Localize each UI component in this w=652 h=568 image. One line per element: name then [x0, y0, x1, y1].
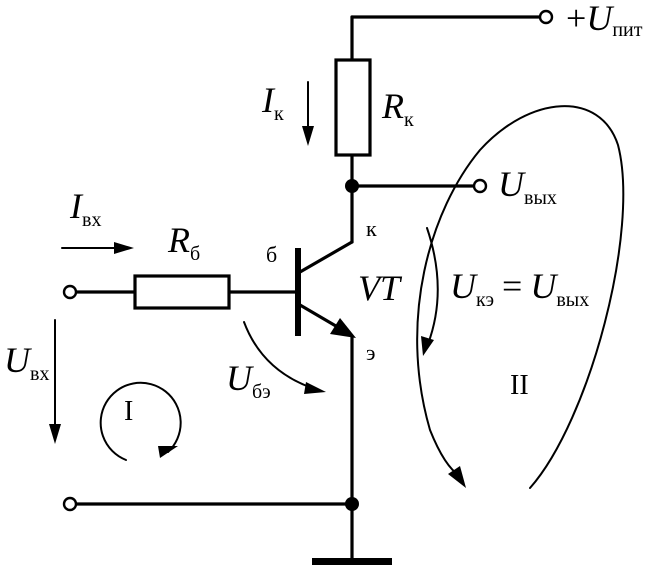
emitter-pin-label: э — [366, 340, 375, 365]
vbe-arrow — [243, 321, 326, 394]
input-current-arrow — [61, 242, 134, 254]
input-voltage-label: Uвх — [4, 340, 49, 385]
transistor-label: VT — [358, 268, 403, 308]
supply-voltage-label: +Uпит — [566, 0, 643, 41]
arrow-down-icon — [49, 424, 61, 444]
emitter-arrow-icon — [330, 318, 356, 338]
loop-1-label: I — [124, 396, 133, 427]
collector-resistor-label: Rк — [381, 86, 414, 131]
vce-label: Uкэ=Uвых — [450, 266, 589, 311]
arrow-down-icon — [421, 336, 434, 356]
collector-current-arrow — [302, 81, 314, 146]
loop-2-label: II — [510, 370, 529, 401]
loop-1-arrow — [99, 381, 182, 461]
base-resistor — [133, 274, 231, 310]
ground-symbol — [312, 558, 392, 565]
arrow-head-icon — [158, 446, 178, 458]
arrow-head-icon — [448, 466, 466, 488]
collector-pin-label: к — [366, 216, 377, 241]
base-pin-label: б — [266, 242, 277, 267]
collector-resistor — [334, 58, 372, 157]
arrow-down-icon — [302, 126, 314, 146]
collector-node-dot — [345, 179, 359, 193]
loop-2-arrow — [416, 105, 625, 489]
transistor-symbol — [295, 240, 356, 338]
supply-terminal — [538, 9, 554, 25]
circuit-wires — [74, 15, 542, 562]
ground-node-dot — [345, 497, 359, 511]
arrow-right-icon — [304, 382, 326, 394]
arrow-right-icon — [114, 242, 134, 254]
collector-current-label: Iк — [261, 80, 284, 125]
vbe-label: Uбэ — [226, 358, 271, 403]
common-terminal — [62, 496, 78, 512]
base-resistor-label: Rб — [167, 220, 200, 265]
input-terminal — [62, 284, 78, 300]
input-voltage-arrow — [49, 319, 61, 444]
input-current-label: Iвх — [69, 186, 101, 231]
vce-arrow — [421, 227, 439, 356]
output-voltage-label: Uвых — [498, 164, 557, 209]
output-terminal — [472, 178, 488, 194]
